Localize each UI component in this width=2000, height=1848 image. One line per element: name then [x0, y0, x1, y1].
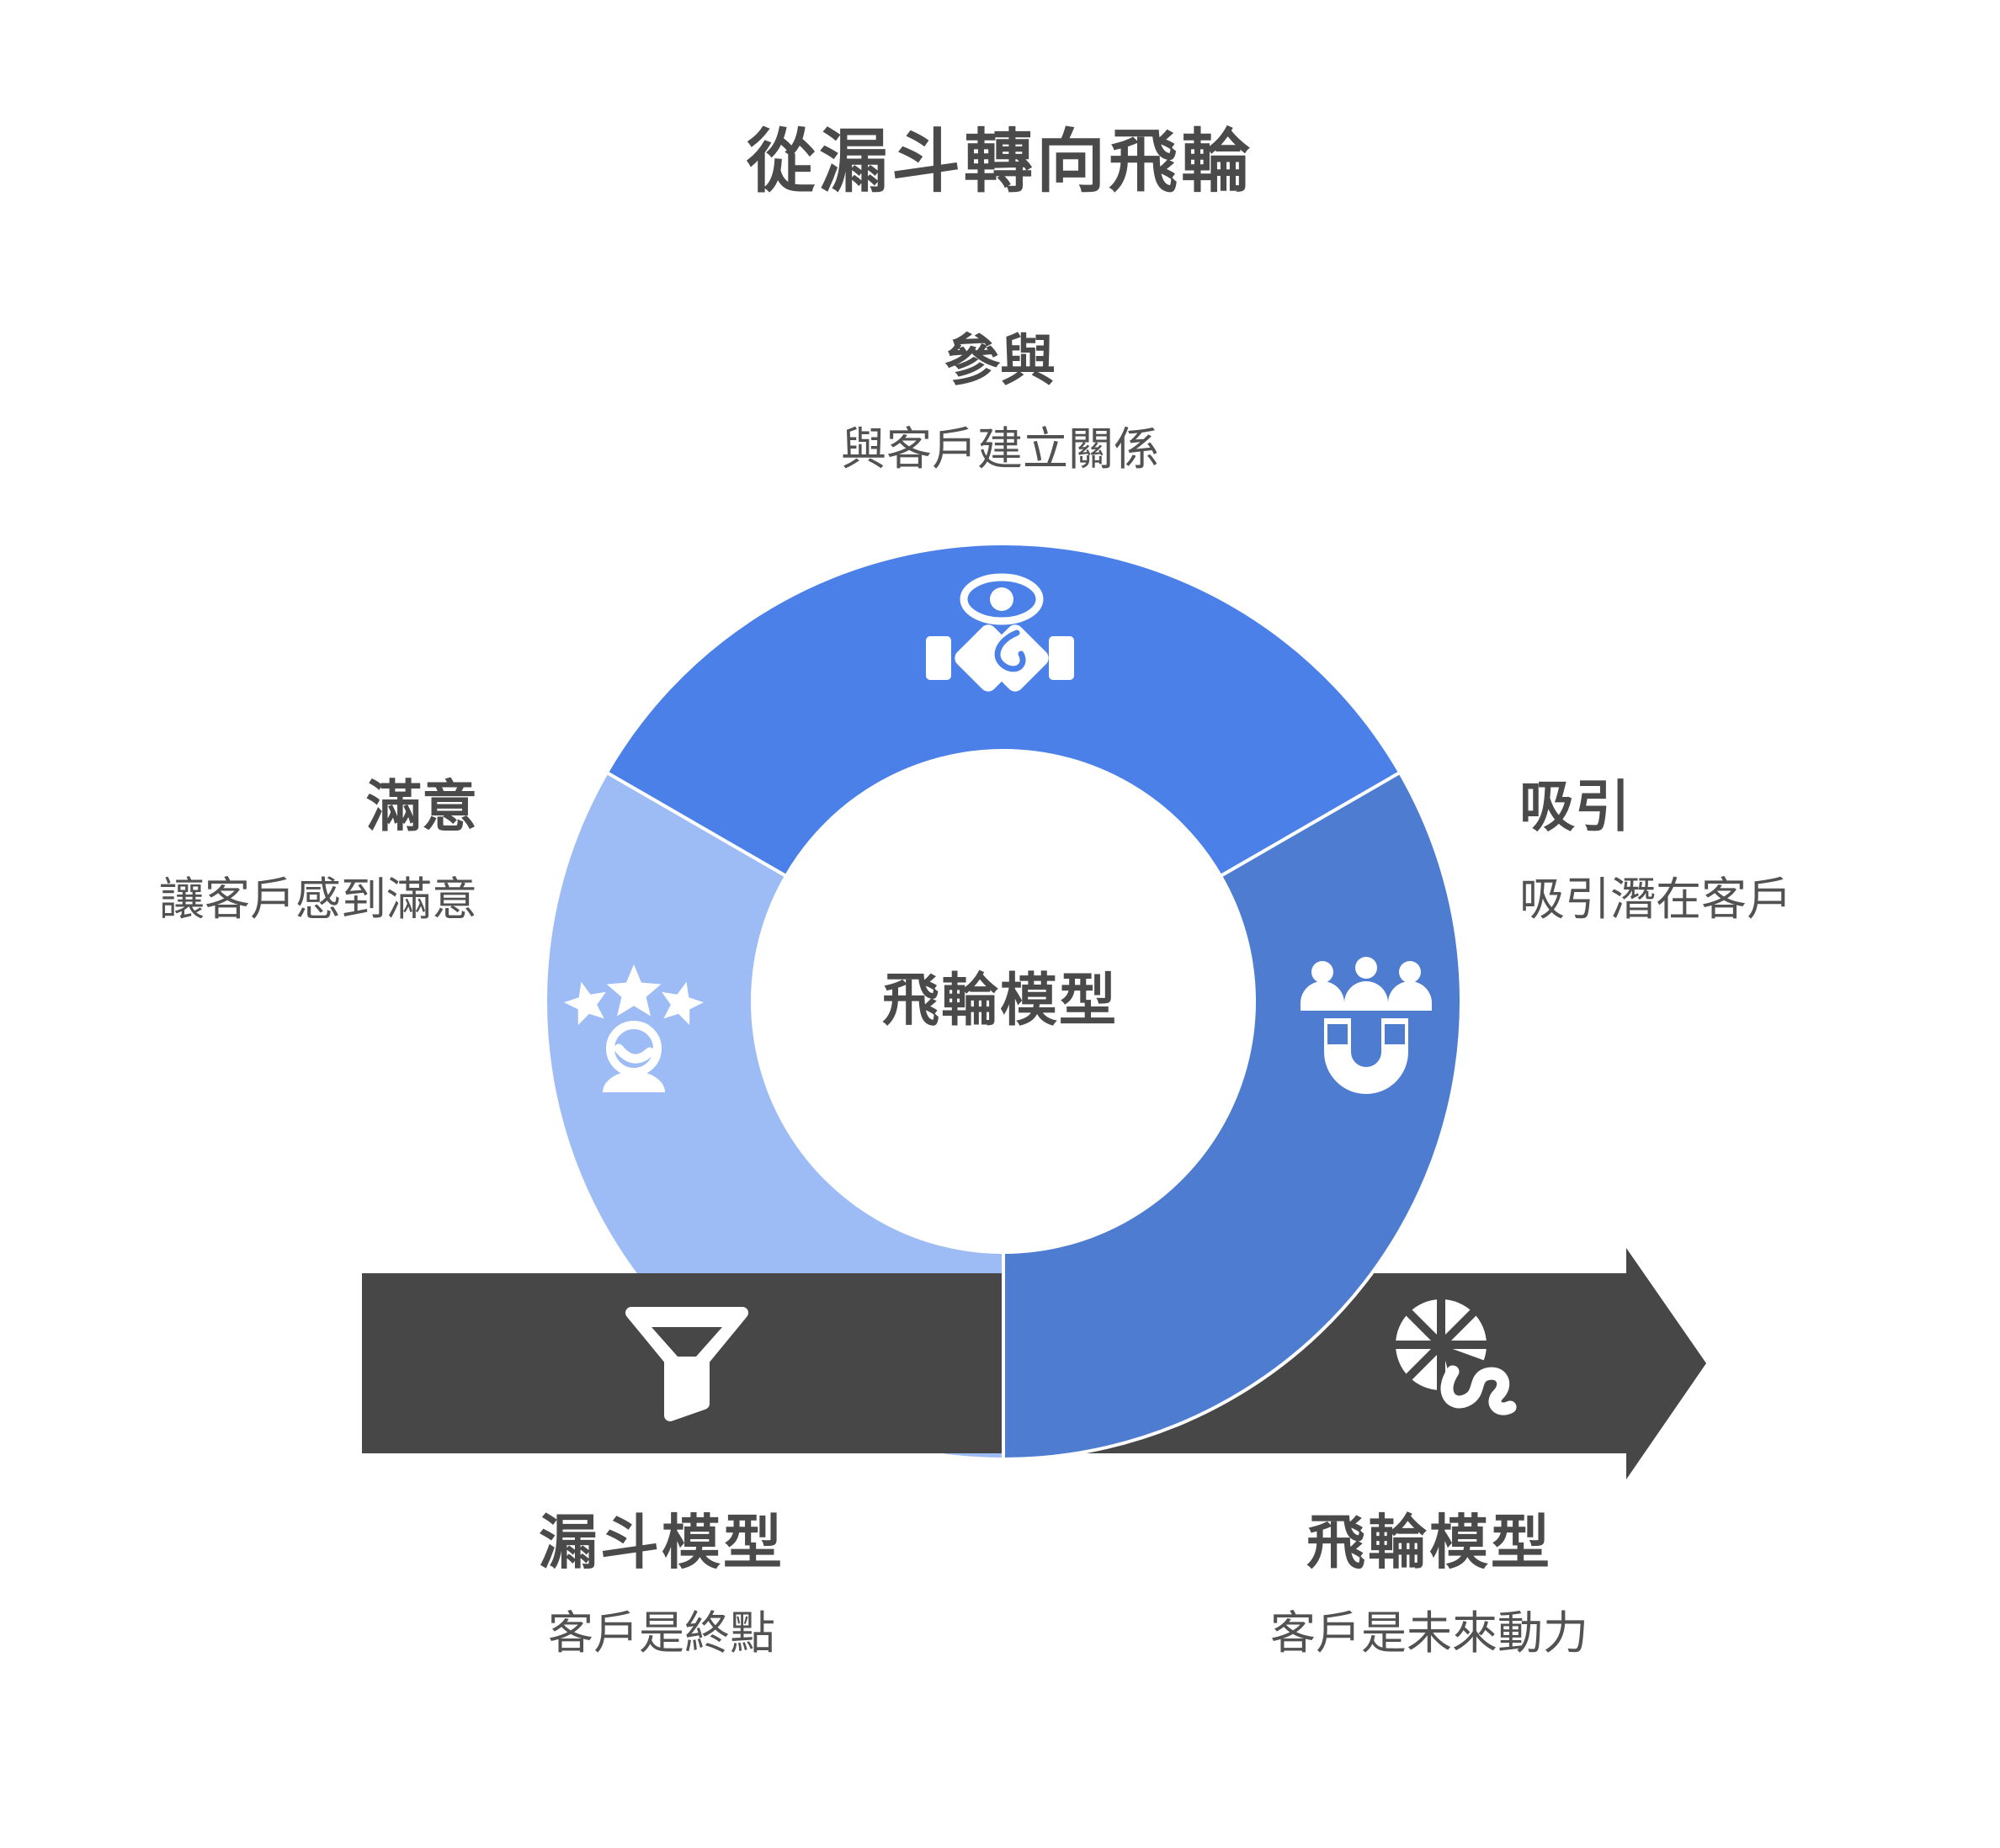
- segment-delight-label: 滿意: [366, 775, 477, 837]
- magnet-people-icon: [1301, 957, 1432, 1094]
- segment-engage: [604, 542, 1402, 879]
- funnel-icon: [625, 1307, 748, 1421]
- flywheel-model-description: 客戶是未來動力: [1270, 1608, 1588, 1659]
- segment-attract-description: 吸引潛在客戶: [1519, 874, 1792, 925]
- segment-attract: [1002, 770, 1463, 1462]
- page-title: 從漏斗轉向飛輪: [746, 124, 1253, 200]
- funnel-model-label: 漏斗模型: [539, 1510, 785, 1575]
- pinwheel-squiggle-icon: [1392, 1296, 1517, 1415]
- segment-attract-label: 吸引: [1519, 775, 1630, 837]
- funnel-model-description: 客戶是終點: [548, 1608, 775, 1659]
- segment-delight-description: 讓客戶感到滿意: [159, 874, 477, 925]
- flywheel-center-label: 飛輪模型: [881, 969, 1118, 1033]
- segment-engage-description: 與客戶建立關係: [841, 424, 1159, 475]
- stars-person-icon: [564, 964, 704, 1092]
- handshake-eye-icon: [926, 573, 1074, 692]
- segment-engage-label: 參與: [944, 329, 1056, 391]
- flywheel-model-label: 飛輪模型: [1306, 1510, 1552, 1575]
